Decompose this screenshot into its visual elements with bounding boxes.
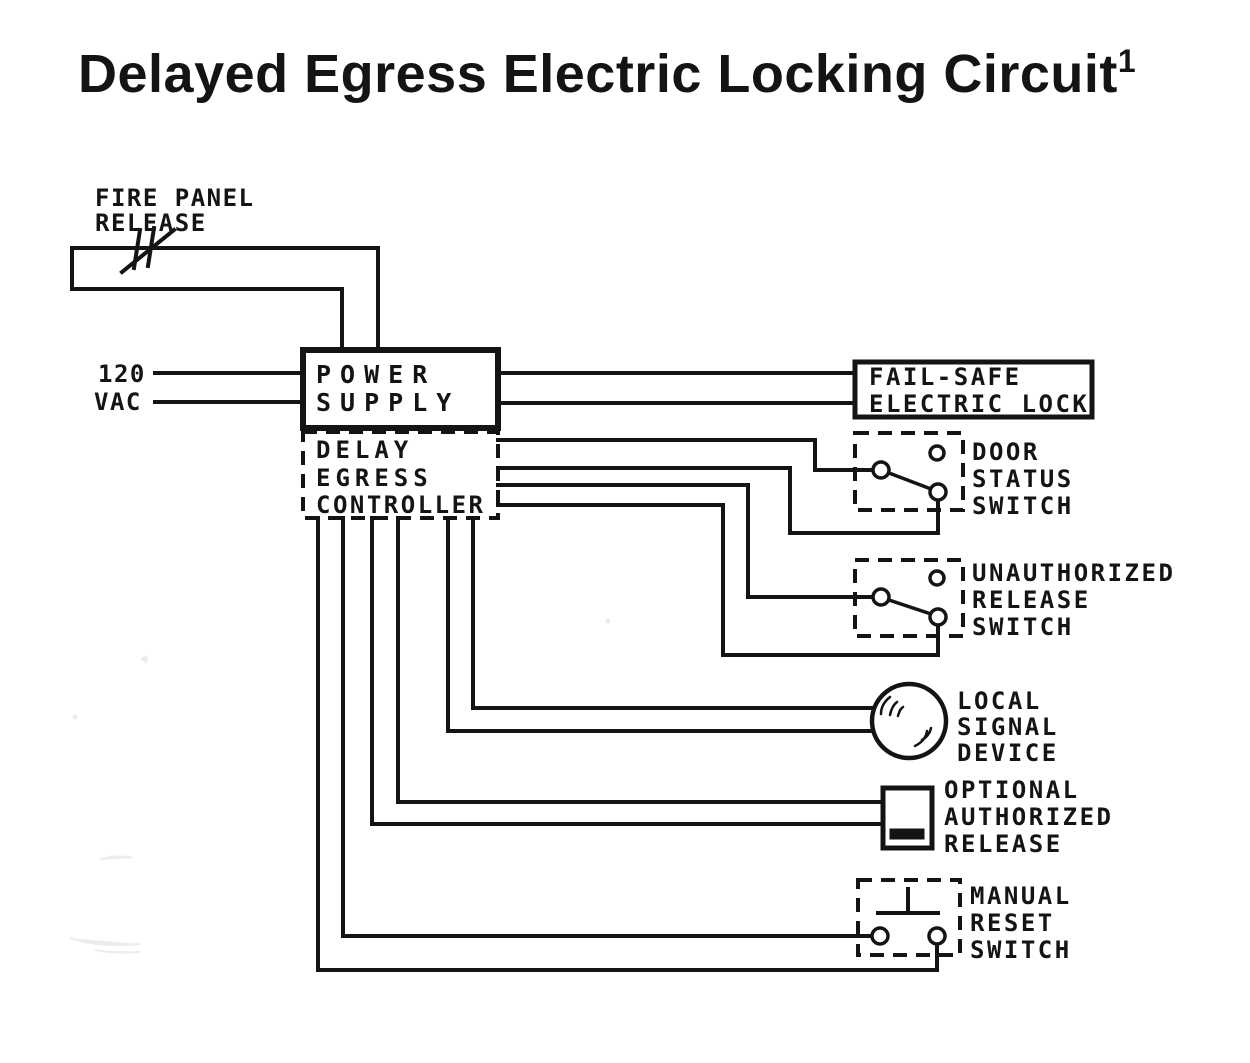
scan-noise: [69, 618, 611, 954]
power-supply-label-line2: SUPPLY: [316, 388, 460, 417]
unauthorized-release-switch: UNAUTHORIZED RELEASE SWITCH: [496, 483, 1175, 657]
page-title-text: Delayed Egress Electric Locking Circuit: [78, 44, 1118, 104]
power-supply-box: [300, 347, 501, 431]
manual-reset-wire-return: [316, 516, 939, 972]
fire-panel-contact-icon: [119, 225, 177, 275]
bell-shading-arc: [896, 705, 905, 718]
door-status-switch: DOOR STATUS SWITCH: [496, 431, 1074, 535]
unauthorized-release-switch-box: [853, 558, 965, 638]
page-title: Delayed Egress Electric Locking Circuit1: [78, 43, 1136, 104]
optional-authorized-release: OPTIONAL AUTHORIZED RELEASE: [370, 516, 1114, 858]
optional-authorized-release-label-line3: RELEASE: [944, 830, 1063, 858]
local-signal-device-label-line1: LOCAL: [957, 687, 1042, 715]
pushbutton-icon: [876, 887, 940, 915]
fail-safe-electric-lock: FAIL-SAFE ELECTRIC LOCK: [496, 359, 1095, 420]
switch-terminal: [928, 444, 946, 462]
switch-terminal: [928, 569, 946, 587]
fire-panel-release-label-line1: FIRE PANEL: [95, 184, 255, 212]
fire-panel-release-label-line2: RELEASE: [95, 209, 207, 237]
scan-speck: [99, 855, 133, 861]
lock-label-line2: ELECTRIC LOCK: [869, 390, 1089, 418]
door-switch-wire-feed: [496, 438, 875, 472]
manual-reset-switch: MANUAL RESET SWITCH: [316, 516, 1072, 972]
scan-speck: [140, 655, 148, 664]
door-status-switch-label-line2: STATUS: [972, 465, 1074, 493]
unauthorized-switch-wire-feed: [496, 483, 875, 599]
fire-panel-wire-bottom: [70, 246, 344, 352]
delay-egress-controller-box: [301, 430, 500, 520]
controller-label-line3: CONTROLLER: [316, 491, 486, 519]
controller-label-line1: DELAY: [316, 436, 413, 464]
local-signal-device-label-line3: DEVICE: [957, 739, 1059, 767]
fail-safe-electric-lock-box: [852, 359, 1095, 420]
optional-authorized-release-label-line2: AUTHORIZED: [944, 803, 1114, 831]
switch-terminal: [871, 460, 891, 480]
manual-reset-switch-label-line1: MANUAL: [970, 882, 1072, 910]
switch-terminal: [871, 587, 891, 607]
local-signal-device-label-line2: SIGNAL: [957, 713, 1059, 741]
manual-reset-switch-label-line3: SWITCH: [970, 936, 1072, 964]
pushbutton-slot: [889, 828, 925, 840]
supply-voltage-label-line1: 120: [98, 360, 146, 388]
authorized-release-wire-bottom: [370, 516, 885, 826]
contact-slash: [119, 227, 177, 275]
fire-panel-release: FIRE PANEL RELEASE: [70, 184, 380, 352]
unauthorized-release-label-line3: SWITCH: [972, 613, 1074, 641]
signal-device-wire-bottom: [446, 516, 875, 733]
supply-voltage: 120 VAC: [94, 360, 305, 416]
unauthorized-switch-wire-return: [496, 503, 940, 657]
power-supply-label-line1: POWER: [316, 360, 436, 389]
switch-terminal: [870, 926, 890, 946]
optional-authorized-release-label-line1: OPTIONAL: [944, 776, 1080, 804]
fire-panel-wire-top: [70, 246, 380, 352]
unauthorized-release-label-line2: RELEASE: [972, 586, 1091, 614]
bell-shading-arc: [888, 700, 899, 717]
manual-reset-switch-box: [856, 878, 962, 957]
power-supply: POWER SUPPLY: [300, 347, 501, 431]
supply-voltage-label-line2: VAC: [94, 388, 142, 416]
switch-blade: [888, 471, 932, 491]
switch-blade: [888, 598, 932, 616]
authorized-release-wire-top: [396, 516, 885, 804]
title-footnote-marker: 1: [1118, 43, 1136, 79]
switch-terminal: [928, 607, 948, 627]
signal-device-wire-top: [471, 516, 876, 710]
switch-terminal: [927, 926, 947, 946]
door-switch-wire-return: [496, 466, 940, 535]
manual-reset-wire-feed: [341, 516, 874, 938]
door-status-switch-box: [853, 431, 965, 512]
door-status-switch-label-line1: DOOR: [972, 438, 1040, 466]
bell-shading-arc: [920, 726, 933, 742]
lock-label-line1: FAIL-SAFE: [869, 363, 1022, 391]
bell-icon: [869, 681, 949, 761]
switch-terminal: [928, 482, 948, 502]
unauthorized-release-label-line1: UNAUTHORIZED: [972, 559, 1175, 587]
bell-shading-arc: [879, 695, 892, 716]
door-status-switch-label-line3: SWITCH: [972, 492, 1074, 520]
scan-speck: [72, 714, 78, 720]
scan-speck: [605, 618, 611, 624]
local-signal-device: LOCAL SIGNAL DEVICE: [446, 516, 1059, 767]
scan-smudge: [69, 937, 141, 954]
delay-egress-controller: DELAY EGRESS CONTROLLER: [301, 430, 500, 520]
manual-reset-switch-label-line2: RESET: [970, 909, 1055, 937]
controller-label-line2: EGRESS: [316, 464, 433, 492]
